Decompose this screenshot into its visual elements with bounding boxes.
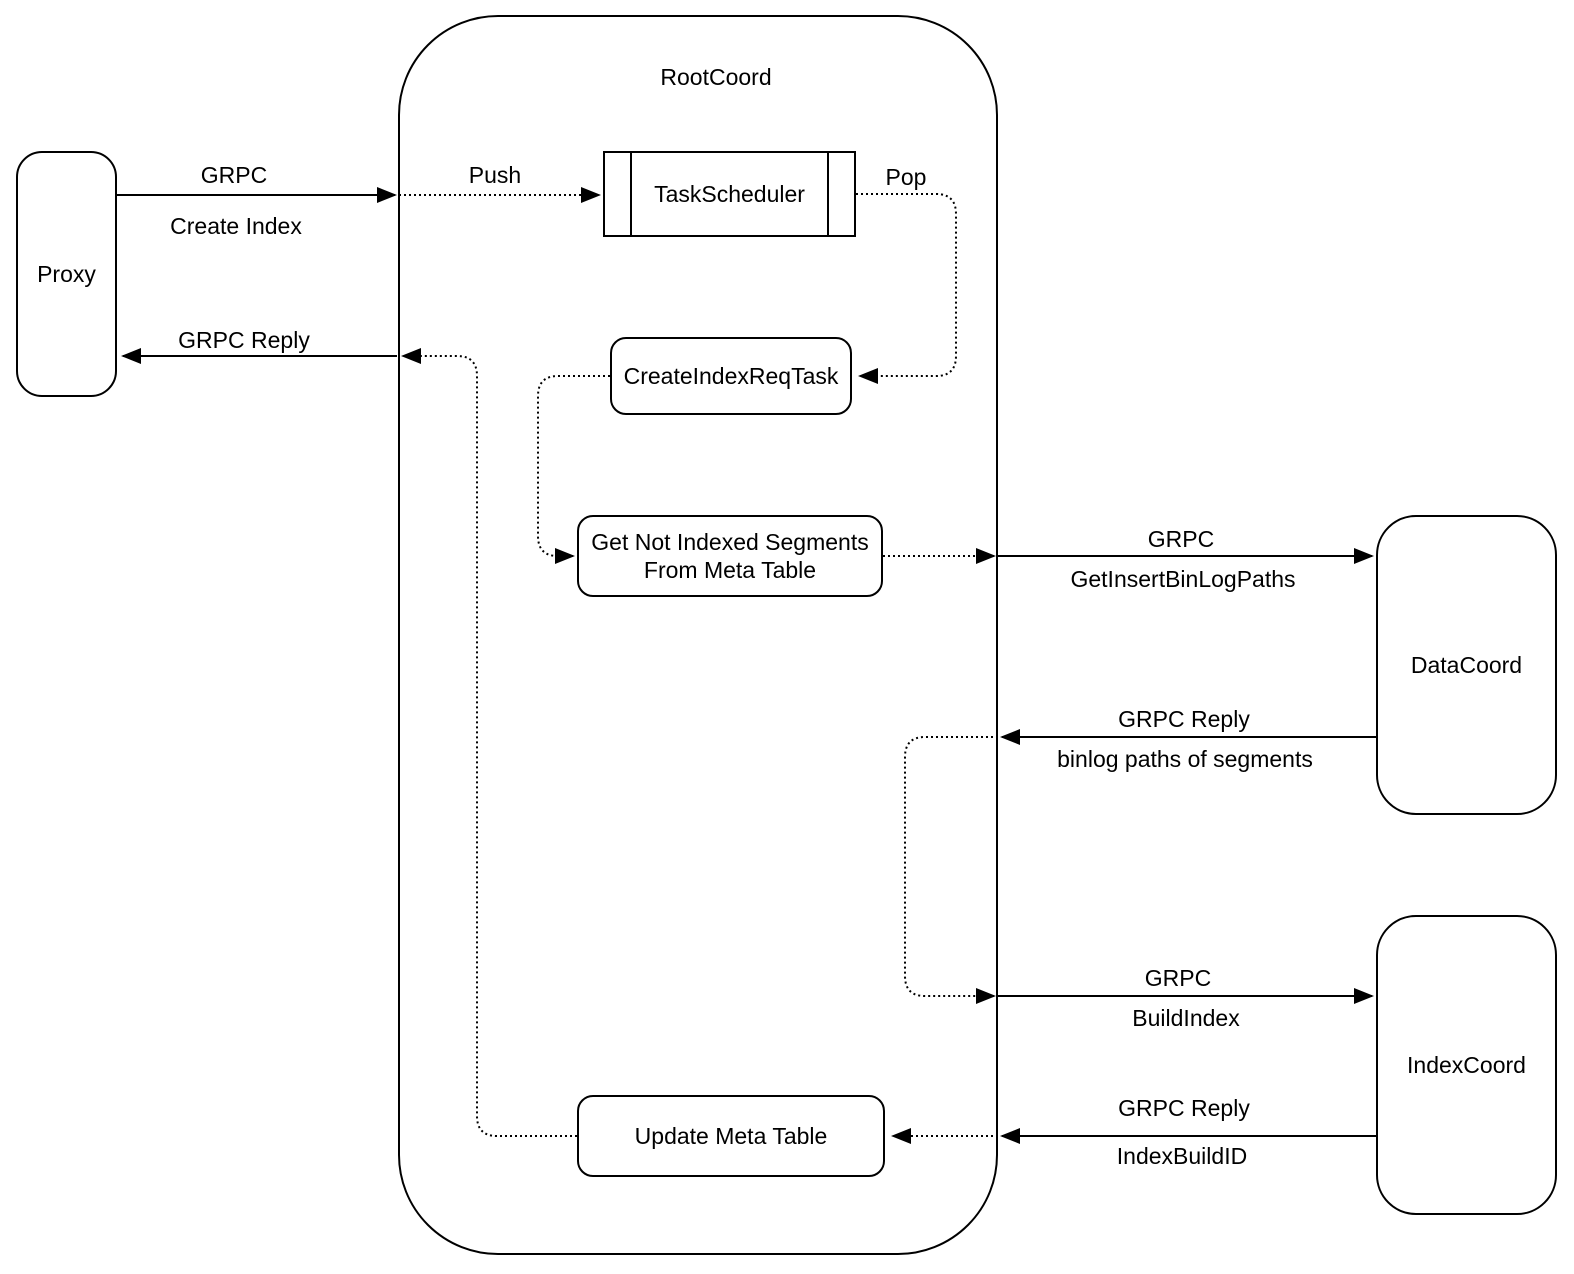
node-proxy-label: Proxy xyxy=(37,260,96,287)
task-scheduler-right-bar xyxy=(827,153,829,235)
label-grpc-create-index-bottom: Create Index xyxy=(170,213,302,239)
edge-updatemetatable-to-boundary xyxy=(401,348,577,1137)
node-get-not-indexed-line2: From Meta Table xyxy=(643,557,817,583)
node-task-scheduler-label: TaskScheduler xyxy=(654,180,805,207)
node-index-coord-label: IndexCoord xyxy=(1407,1051,1526,1078)
label-grpc-get-insert-bottom: GetInsertBinLogPaths xyxy=(1070,566,1296,592)
node-create-index-req-task: CreateIndexReqTask xyxy=(610,337,852,415)
node-task-scheduler: TaskScheduler xyxy=(603,151,856,237)
node-update-meta-table-label: Update Meta Table xyxy=(634,1122,828,1149)
node-data-coord-label: DataCoord xyxy=(1410,651,1523,678)
node-update-meta-table: Update Meta Table xyxy=(577,1095,885,1177)
label-grpc-reply-to-proxy: GRPC Reply xyxy=(178,327,310,353)
label-grpc-build-index-bottom: BuildIndex xyxy=(1132,1005,1240,1031)
label-grpc-reply-binlog-bottom: binlog paths of segments xyxy=(1057,746,1313,772)
label-push: Push xyxy=(468,162,522,188)
node-get-not-indexed-line1: Get Not Indexed Segments xyxy=(591,529,869,555)
node-data-coord: DataCoord xyxy=(1376,515,1557,815)
node-create-index-req-task-label: CreateIndexReqTask xyxy=(623,362,839,389)
label-grpc-reply-buildid-bottom: IndexBuildID xyxy=(1116,1143,1248,1169)
task-scheduler-left-bar xyxy=(630,153,632,235)
label-grpc-build-index-top: GRPC xyxy=(1144,965,1212,991)
label-grpc-create-index-top: GRPC xyxy=(200,162,268,188)
label-pop: Pop xyxy=(885,164,927,190)
node-index-coord: IndexCoord xyxy=(1376,915,1557,1215)
edge-createindexreqtask-to-getnotindexed xyxy=(537,375,610,564)
node-get-not-indexed-segments: Get Not Indexed Segments From Meta Table xyxy=(577,515,883,597)
label-grpc-reply-buildid-top: GRPC Reply xyxy=(1118,1095,1250,1121)
edge-binlog-reply-to-buildindex xyxy=(904,736,998,1004)
label-grpc-reply-binlog-top: GRPC Reply xyxy=(1118,706,1250,732)
label-grpc-get-insert-top: GRPC xyxy=(1147,526,1215,552)
node-proxy: Proxy xyxy=(16,151,117,397)
edge-pop xyxy=(856,193,957,384)
rootcoord-title: RootCoord xyxy=(660,64,772,90)
